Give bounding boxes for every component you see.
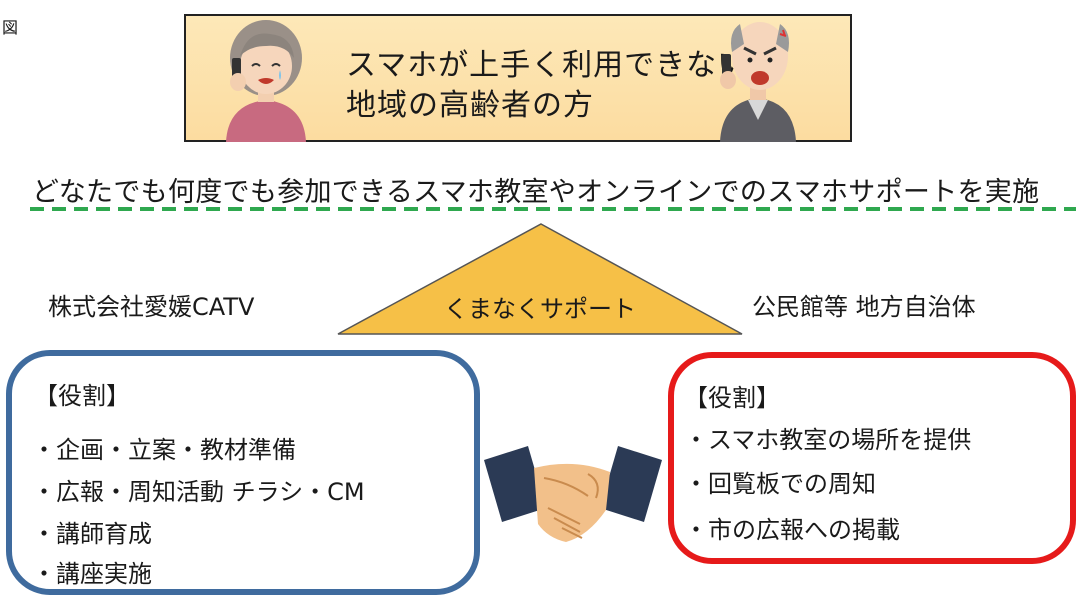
- right-role-item: ・回覧板での周知: [684, 470, 876, 498]
- banner-line-2: 地域の高齢者の方: [346, 88, 594, 123]
- dashed-divider: [30, 207, 1076, 211]
- left-roles-box: 【役割】 ・企画・立案・教材準備 ・広報・周知活動 チラシ・CM ・講師育成 ・…: [6, 350, 480, 595]
- right-roles-box: 【役割】 ・スマホ教室の場所を提供 ・回覧板での周知 ・市の広報への掲載: [668, 352, 1076, 564]
- handshake-icon: [484, 446, 662, 542]
- banner-text: スマホが上手く利用できない 地域の高齢者の方: [346, 46, 748, 126]
- banner-line-1: スマホが上手く利用できない: [346, 48, 749, 83]
- left-role-item: ・講座実施: [32, 560, 152, 588]
- elderly-man-phone-icon: [720, 22, 796, 142]
- right-party-name: 公民館等 地方自治体: [752, 293, 976, 321]
- right-role-item: ・市の広報への掲載: [684, 516, 900, 544]
- figure-label: 図: [2, 18, 19, 37]
- center-label: くまなくサポート: [444, 295, 636, 323]
- left-role-item: ・企画・立案・教材準備: [32, 436, 296, 464]
- left-role-item: ・広報・周知活動 チラシ・CM: [32, 478, 365, 506]
- headline: どなたでも何度でも参加できるスマホ教室やオンラインでのスマホサポートを実施: [32, 177, 1040, 208]
- left-party-name: 株式会社愛媛CATV: [48, 293, 255, 321]
- left-role-item: ・講師育成: [32, 520, 152, 548]
- left-roles-title: 【役割】: [34, 382, 130, 410]
- right-role-item: ・スマホ教室の場所を提供: [684, 426, 972, 454]
- right-roles-title: 【役割】: [684, 384, 780, 412]
- target-audience-banner: スマホが上手く利用できない 地域の高齢者の方: [184, 14, 852, 142]
- elderly-woman-phone-icon: [226, 20, 306, 142]
- support-triangle: [337, 223, 743, 335]
